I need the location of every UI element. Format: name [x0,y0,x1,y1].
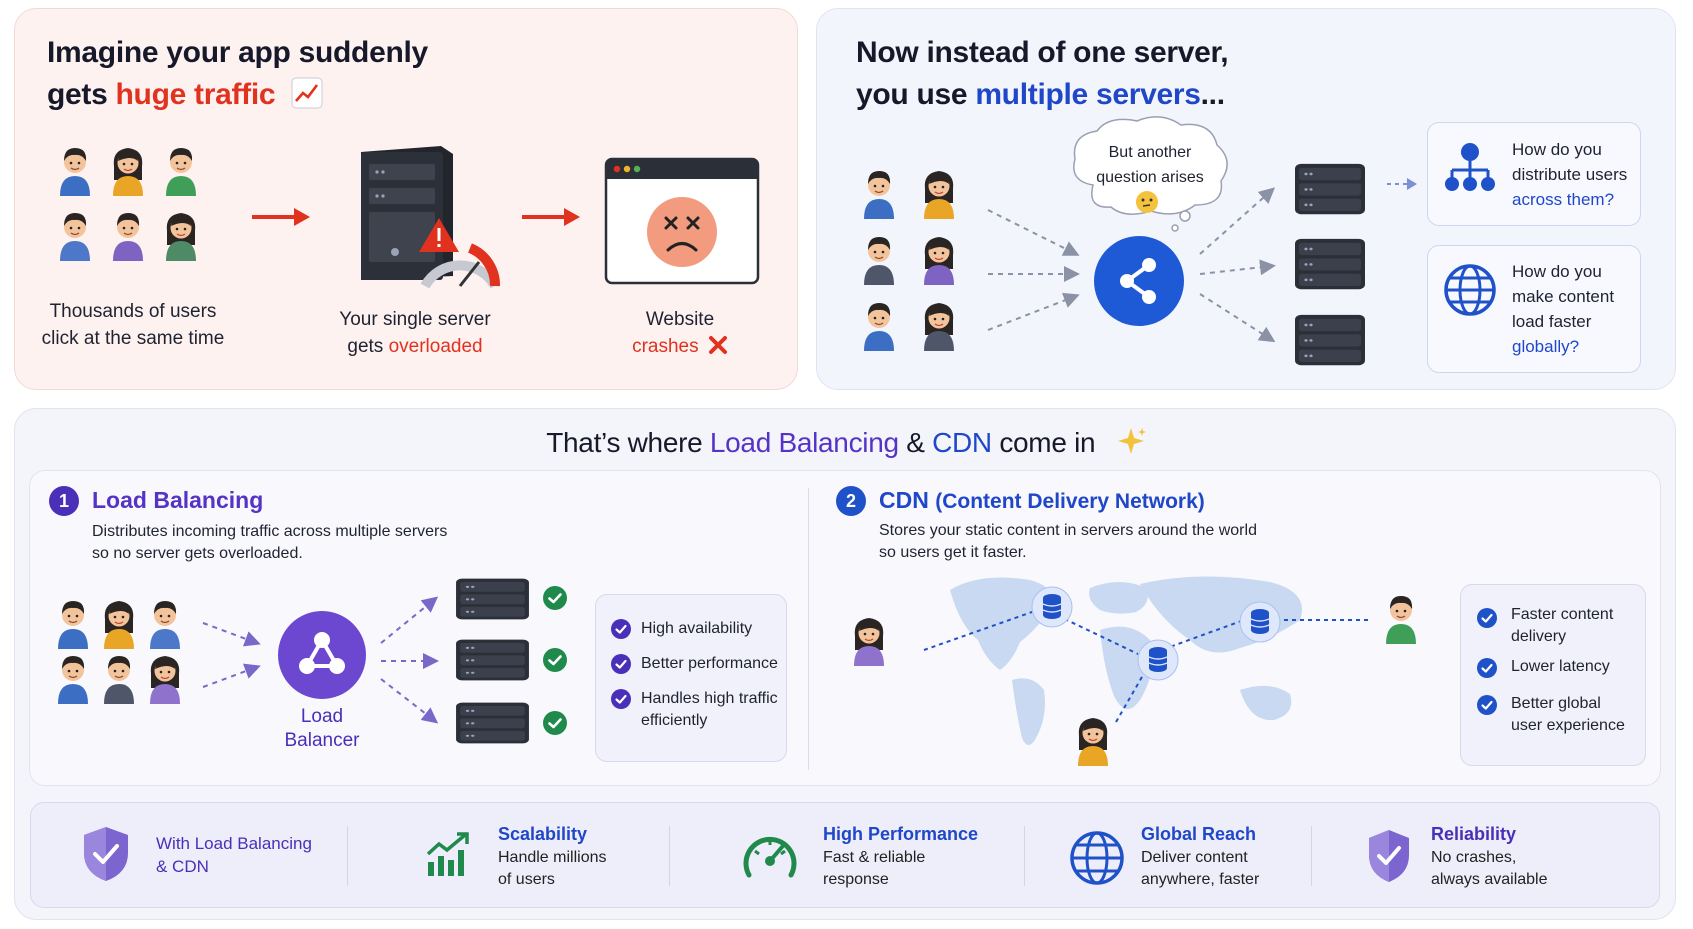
user-icon [858,297,900,351]
hierarchy-icon [1445,143,1495,191]
server-icon [1294,314,1366,366]
share-network-icon [1094,236,1184,326]
user-icon [144,650,186,704]
step-number-2: 2 [836,486,866,516]
lb-feature-performance: Better performance [641,655,778,672]
benefit-title-scalability: Scalability [498,824,588,844]
check-icon [1477,695,1497,715]
database-icon [1239,601,1281,643]
overloaded-server-icon [361,146,500,289]
solution-headline: That’s where Load Balancing & CDN come i… [0,426,1693,459]
server-icon [455,702,530,744]
step-number-1: 1 [49,486,79,516]
benefit-title-global-reach: Global Reach [1141,824,1257,844]
users-caption: Thousands of users click at the same tim… [41,301,225,349]
user-icon [107,207,149,261]
lb-feature-availability: High availability [641,620,753,637]
load-balancer-label: Load Balancer [284,706,360,751]
benefit-text-scalability: Handle millions of users [498,849,607,888]
cdn-title: CDN (Content Delivery Network) [879,487,1205,513]
benefit-text-global-reach: Deliver content anywhere, faster [1141,849,1260,888]
divider [1024,826,1025,886]
user-icon [160,142,202,196]
shield-check-icon [84,827,128,881]
benefit-title-reliability: Reliability [1431,824,1517,844]
load-balancer-icon [278,611,366,699]
website-caption: Website crashes [590,306,770,360]
benefit-text-reliability: No crashes, always available [1431,849,1548,888]
check-icon [543,586,567,610]
cdn-feature-global: Better global user experience [1511,695,1625,734]
shield-check-icon [1369,830,1409,882]
check-icon [611,654,631,674]
user-icon [52,595,94,649]
cdn-feature-latency: Lower latency [1511,658,1610,675]
check-icon [543,711,567,735]
question-global-text: How do you make content load faster glob… [1512,262,1615,356]
thought-bubble [1073,116,1228,232]
server-caption: Your single server gets overloaded [339,309,491,357]
server-icon [1294,238,1366,290]
question-distribute-card [1427,122,1641,226]
chart-increasing-icon [291,77,323,109]
cdn-feature-faster: Faster content delivery [1511,606,1614,645]
traffic-flow-arrows [987,187,1276,343]
close-icon [708,336,727,354]
check-icon [1477,658,1497,678]
user-icon [98,595,140,649]
cdn-desc: Stores your static content in servers ar… [879,522,1257,561]
server-icon [455,639,530,681]
crashed-website-icon [604,157,760,285]
user-icon [107,142,149,196]
server-icon [455,578,530,620]
check-icon [611,689,631,709]
user-icon [54,142,96,196]
check-icon [1477,608,1497,628]
arrow-right-icon [522,208,580,226]
bubble-text: But another question arises [1096,144,1204,186]
divider [347,826,348,886]
user-icon [144,595,186,649]
server-icon [1294,163,1366,215]
speedometer-icon [743,836,797,878]
question-distribute-text: How do you distribute users across them? [1512,140,1628,209]
traffic-title: Imagine your app suddenly gets huge traf… [47,36,428,111]
multiple-servers-title: Now instead of one server, you use multi… [856,36,1229,111]
globe-icon [1070,831,1124,885]
benefits-intro: With Load Balancing & CDN [156,834,312,876]
user-icon [918,165,960,219]
lb-flow-arrows [202,596,439,724]
divider [1311,826,1312,886]
load-balancing-title: Load Balancing [92,487,264,513]
user-icon [858,165,900,219]
database-icon [1031,586,1073,628]
user-icon [52,650,94,704]
user-icon [918,231,960,285]
user-icon [918,297,960,351]
benefit-title-performance: High Performance [823,824,979,844]
load-balancing-desc: Distributes incoming traffic across mult… [92,523,448,562]
divider [669,826,670,886]
arrow-right-icon [1387,178,1417,190]
user-icon [54,207,96,261]
section-divider [808,488,809,770]
growth-chart-icon [426,832,469,876]
thinking-face-icon [1136,191,1158,213]
benefit-text-performance: Fast & reliable response [823,849,926,888]
check-icon [611,619,631,639]
lb-feature-high-traffic: Handles high traffic efficiently [641,690,778,729]
user-icon [98,650,140,704]
database-icon [1137,639,1179,681]
arrow-right-icon [252,208,310,226]
sparkles-icon [1117,428,1146,454]
user-icon [858,231,900,285]
globe-icon [1444,264,1496,316]
user-icon [160,207,202,261]
check-icon [543,648,567,672]
